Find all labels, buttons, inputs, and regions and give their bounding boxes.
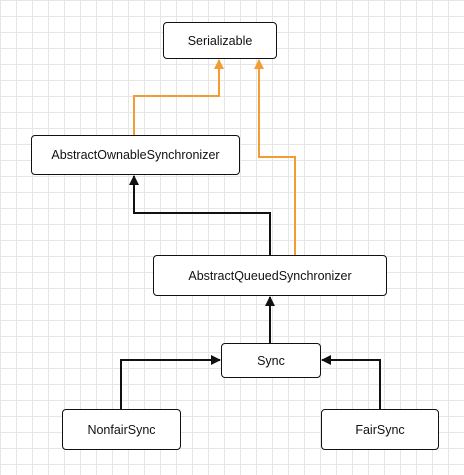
node-abstract-ownable-synchronizer[interactable]: AbstractOwnableSynchronizer xyxy=(31,135,240,175)
node-abstract-queued-synchronizer-label: AbstractQueuedSynchronizer xyxy=(188,268,352,283)
edge-aqs-to-serializable xyxy=(254,59,296,255)
edge-nonfair-to-sync xyxy=(120,355,221,409)
node-sync[interactable]: Sync xyxy=(221,343,321,378)
node-abstract-ownable-synchronizer-label: AbstractOwnableSynchronizer xyxy=(51,148,220,162)
node-nonfair-sync[interactable]: NonfairSync xyxy=(62,409,181,450)
edge-aos-to-serializable xyxy=(133,59,224,135)
node-fair-sync-label: FairSync xyxy=(355,422,405,437)
node-sync-label: Sync xyxy=(257,353,285,368)
edge-aqs-to-aos xyxy=(129,175,271,255)
node-abstract-queued-synchronizer[interactable]: AbstractQueuedSynchronizer xyxy=(153,255,387,296)
node-fair-sync[interactable]: FairSync xyxy=(321,409,439,450)
node-nonfair-sync-label: NonfairSync xyxy=(87,422,156,437)
edge-fair-to-sync xyxy=(321,355,381,409)
node-serializable-label: Serializable xyxy=(187,33,253,48)
node-serializable[interactable]: Serializable xyxy=(163,22,277,59)
